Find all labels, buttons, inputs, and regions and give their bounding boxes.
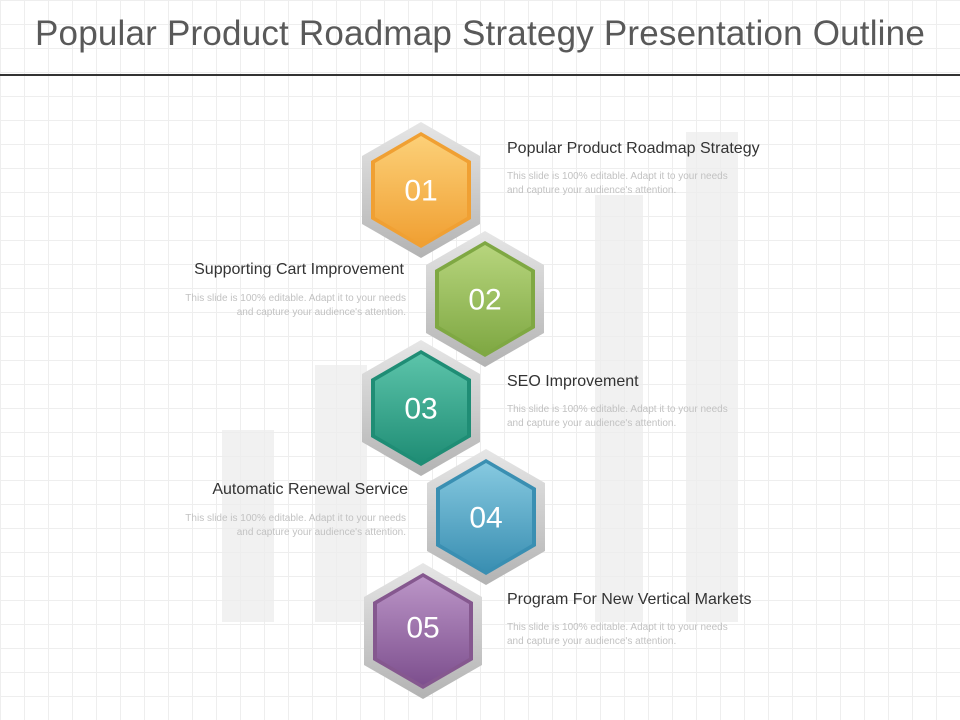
item-02-title: Supporting Cart Improvement [194, 261, 404, 278]
item-04-title: Automatic Renewal Service [212, 481, 408, 498]
hexagon-03: 03 [362, 340, 480, 476]
item-04-description: This slide is 100% editable. Adapt it to… [185, 513, 406, 538]
slide-title: Popular Product Roadmap Strategy Present… [35, 14, 925, 53]
background-bar-3 [595, 195, 643, 622]
hexagon-number-05: 05 [406, 612, 439, 645]
background-bar-4 [686, 132, 738, 622]
hexagon-number-04: 04 [469, 502, 502, 535]
item-01-title: Popular Product Roadmap Strategy [507, 140, 760, 157]
item-05-description: This slide is 100% editable. Adapt it to… [507, 622, 728, 647]
item-03-description: This slide is 100% editable. Adapt it to… [507, 404, 728, 429]
hexagon-number-01: 01 [404, 175, 437, 208]
item-03-title: SEO Improvement [507, 373, 639, 390]
hexagon-04: 04 [427, 449, 545, 585]
background-bar-1 [222, 430, 274, 622]
item-02-description: This slide is 100% editable. Adapt it to… [185, 293, 406, 318]
background-bar-2 [315, 365, 367, 622]
hexagon-05: 05 [364, 563, 482, 699]
hexagon-01: 01 [362, 122, 480, 258]
hexagon-02: 02 [426, 231, 544, 367]
item-01-description: This slide is 100% editable. Adapt it to… [507, 171, 728, 196]
item-05-title: Program For New Vertical Markets [507, 591, 752, 608]
hexagon-number-02: 02 [468, 284, 501, 317]
hexagon-number-03: 03 [404, 393, 437, 426]
title-divider [0, 74, 960, 76]
